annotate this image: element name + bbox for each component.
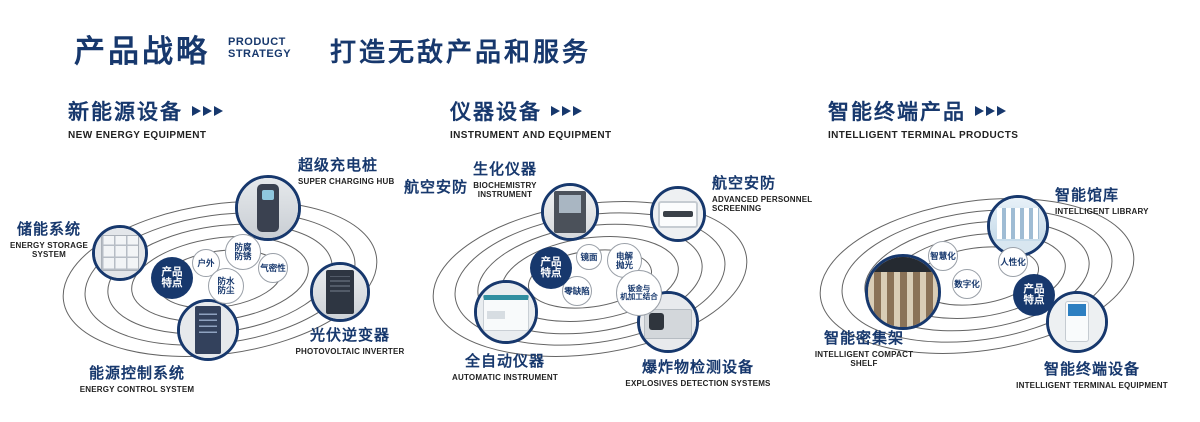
automatic-instrument-subtitle: AUTOMATIC INSTRUMENT [452,373,558,382]
intelligent-library-title: 智能馆库 [1055,187,1120,204]
compact-shelf-image [868,257,938,327]
feature-bubble-mirror: 镜面 [576,244,602,270]
biochemistry-instrument-image [544,186,596,238]
intelligent-library-label: 智能馆库 INTELLIGENT LIBRARY [1055,184,1185,216]
biochemistry-instrument-label: 生化仪器 BIOCHEMISTRY INSTRUMENT [450,158,560,199]
section-instrument-title: 仪器设备 [450,101,542,124]
chevrons-icon [192,106,225,116]
feature-digital-text: 数字化 [954,278,980,289]
feature-waterproof-text: 防水 防尘 [217,276,235,295]
page-title-en: PRODUCT STRATEGY [228,36,291,60]
terminal-equipment-subtitle: INTELLIGENT TERMINAL EQUIPMENT [1016,381,1168,390]
energy-control-subtitle: ENERGY CONTROL SYSTEM [79,385,195,394]
product-features-text: 产品 特点 [161,265,183,289]
energy-storage-title: 储能系统 [16,221,81,238]
feature-bubble-airtightness: 气密性 [258,253,288,283]
section-new-energy-heading: 新能源设备 NEW ENERGY EQUIPMENT [68,96,225,141]
automatic-instrument-label: 全自动仪器 AUTOMATIC INSTRUMENT [440,350,570,382]
section-instrument-heading: 仪器设备 INSTRUMENT AND EQUIPMENT [450,96,611,141]
feature-bubble-sheet-metal: 钣金与 机加工结合 [616,270,662,316]
feature-sheet-metal-text: 钣金与 机加工结合 [620,284,658,301]
chevrons-icon [975,106,1008,116]
feature-humanized-text: 人性化 [1000,256,1026,267]
terminal-equipment-label: 智能终端设备 INTELLIGENT TERMINAL EQUIPMENT [1012,358,1172,390]
super-charging-hub-title: 超级充电桩 [298,157,379,174]
feature-smart-text: 智慧化 [930,250,956,261]
personnel-screening-label: 航空安防 ADVANCED PERSONNEL SCREENING [712,172,842,213]
explosives-detection-title: 爆炸物检测设备 [641,359,754,376]
terminal-equipment-title: 智能终端设备 [1043,361,1140,378]
product-features-text: 产品 特点 [1023,282,1045,306]
personnel-screening-photo [650,186,706,242]
terminal-equipment-photo [1046,291,1108,353]
energy-control-label: 能源控制系统 ENERGY CONTROL SYSTEM [72,362,202,394]
personnel-screening-subtitle: ADVANCED PERSONNEL SCREENING [712,195,813,213]
energy-storage-label: 储能系统 ENERGY STORAGE SYSTEM [6,218,92,259]
feature-bubble-digital: 数字化 [952,269,982,299]
compact-shelf-photo [865,254,941,330]
energy-storage-image [95,228,145,278]
energy-storage-subtitle: ENERGY STORAGE SYSTEM [9,241,89,259]
pv-inverter-label: 光伏逆变器 PHOTOVOLTAIC INVERTER [286,324,414,356]
compact-shelf-title: 智能密集架 [823,330,904,347]
energy-control-image [180,302,236,358]
pv-inverter-title: 光伏逆变器 [309,327,390,344]
pv-inverter-image [313,265,367,319]
section-instrument-subtitle: INSTRUMENT AND EQUIPMENT [450,130,612,141]
feature-bubble-anti-corrosion: 防腐 防锈 [225,234,261,270]
biochemistry-instrument-photo [541,183,599,241]
feature-electropolish-text: 电解 抛光 [615,250,633,270]
aviation-security-left-label: 航空安防 [404,176,476,197]
product-features-badge-intelligent: 产品 特点 [1013,274,1055,316]
terminal-equipment-image [1049,294,1105,350]
super-charging-hub-subtitle: SUPER CHARGING HUB [298,177,395,186]
super-charging-hub-photo [235,175,301,241]
pv-inverter-photo [310,262,370,322]
personnel-screening-image [653,189,703,239]
explosives-detection-subtitle: EXPLOSIVES DETECTION SYSTEMS [625,379,771,388]
intelligent-library-subtitle: INTELLIGENT LIBRARY [1055,207,1149,216]
compact-shelf-subtitle: INTELLIGENT COMPACT SHELF [814,350,914,368]
intelligent-library-image [990,198,1046,254]
page-title: 产品战略 [74,34,210,69]
feature-airtightness-text: 气密性 [260,262,286,273]
automatic-instrument-image [477,283,535,341]
product-features-badge-instrument: 产品 特点 [530,247,572,289]
feature-anti-corrosion-text: 防腐 防锈 [234,242,252,261]
super-charging-hub-label: 超级充电桩 SUPER CHARGING HUB [298,154,428,186]
chevrons-icon [551,106,584,116]
energy-control-title: 能源控制系统 [88,365,185,382]
feature-bubble-smart: 智慧化 [928,241,958,271]
product-features-badge-new-energy: 产品 特点 [151,257,193,299]
compact-shelf-label: 智能密集架 INTELLIGENT COMPACT SHELF [800,327,928,368]
automatic-instrument-photo [474,280,538,344]
section-intelligent-title: 智能终端产品 [828,101,966,124]
feature-bubble-waterproof: 防水 防尘 [208,268,244,304]
tagline: 打造无敌产品和服务 [330,37,592,67]
aviation-security-left-title: 航空安防 [404,179,469,196]
biochemistry-instrument-title: 生化仪器 [472,161,537,178]
page-title-en-line2: STRATEGY [228,48,292,60]
explosives-detection-label: 爆炸物检测设备 EXPLOSIVES DETECTION SYSTEMS [618,356,778,388]
section-new-energy-subtitle: NEW ENERGY EQUIPMENT [68,130,207,141]
section-new-energy-title: 新能源设备 [68,101,183,124]
section-intelligent-subtitle: INTELLIGENT TERMINAL PRODUCTS [828,130,1019,141]
pv-inverter-subtitle: PHOTOVOLTAIC INVERTER [295,347,405,356]
page-title-en-line1: PRODUCT [228,36,286,48]
automatic-instrument-title: 全自动仪器 [464,353,545,370]
energy-storage-photo [92,225,148,281]
energy-control-photo [177,299,239,361]
personnel-screening-title: 航空安防 [712,175,777,192]
biochemistry-instrument-subtitle: BIOCHEMISTRY INSTRUMENT [473,181,537,199]
feature-mirror-text: 镜面 [580,251,598,262]
section-intelligent-heading: 智能终端产品 INTELLIGENT TERMINAL PRODUCTS [828,96,1018,141]
feature-zero-defect-text: 零缺陷 [564,285,590,296]
charging-pile-image [238,178,298,238]
feature-bubble-outdoor: 户外 [192,249,220,277]
feature-bubble-humanized: 人性化 [998,247,1028,277]
product-features-text: 产品 特点 [540,255,562,279]
feature-outdoor-text: 户外 [197,257,215,268]
